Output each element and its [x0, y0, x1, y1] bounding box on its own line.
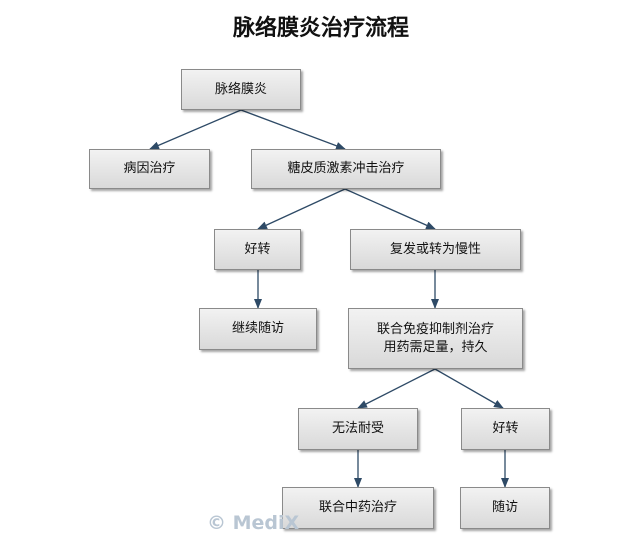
node-root: 脉络膜炎 — [181, 69, 301, 110]
node-steroid-label: 糖皮质激素冲击治疗 — [287, 161, 405, 176]
node-intolerant-label: 无法耐受 — [331, 421, 384, 436]
node-improve-1: 好转 — [214, 229, 301, 270]
node-follow-1: 继续随访 — [199, 308, 317, 350]
node-steroid: 糖皮质激素冲击治疗 — [251, 149, 441, 189]
arrow-root-to-etiology — [149, 109, 242, 150]
node-follow-2-label: 随访 — [491, 500, 518, 515]
arrow-combo-to-intolerant — [357, 368, 436, 409]
node-combination: 联合免疫抑制剂治疗 用药需足量，持久 — [348, 308, 523, 369]
arrow-root-to-steroid — [240, 109, 346, 150]
arrow-steroid-to-relapse — [344, 188, 436, 230]
watermark: © MediX — [207, 512, 300, 534]
node-improve-1-label: 好转 — [244, 241, 271, 257]
node-relapse-label: 复发或转为慢性 — [389, 241, 481, 257]
node-follow-2: 随访 — [460, 487, 550, 529]
node-combination-line2: 用药需足量，持久 — [383, 339, 488, 355]
node-etiology: 病因治疗 — [89, 149, 210, 189]
node-combination-line1: 联合免疫抑制剂治疗 — [376, 321, 494, 337]
node-improve-2: 好转 — [461, 408, 550, 450]
node-intolerant: 无法耐受 — [298, 408, 418, 450]
page-title: 脉络膜炎治疗流程 — [232, 15, 409, 41]
node-etiology-label: 病因治疗 — [123, 161, 176, 176]
node-relapse: 复发或转为慢性 — [350, 229, 521, 270]
arrow-steroid-to-improve — [257, 188, 346, 230]
node-follow-1-label: 继续随访 — [231, 321, 284, 336]
arrow-combo-to-improve2 — [434, 368, 504, 409]
node-tcm: 联合中药治疗 — [282, 487, 434, 529]
node-tcm-label: 联合中药治疗 — [318, 500, 397, 515]
node-improve-2-label: 好转 — [492, 421, 519, 436]
node-root-label: 脉络膜炎 — [214, 81, 267, 97]
